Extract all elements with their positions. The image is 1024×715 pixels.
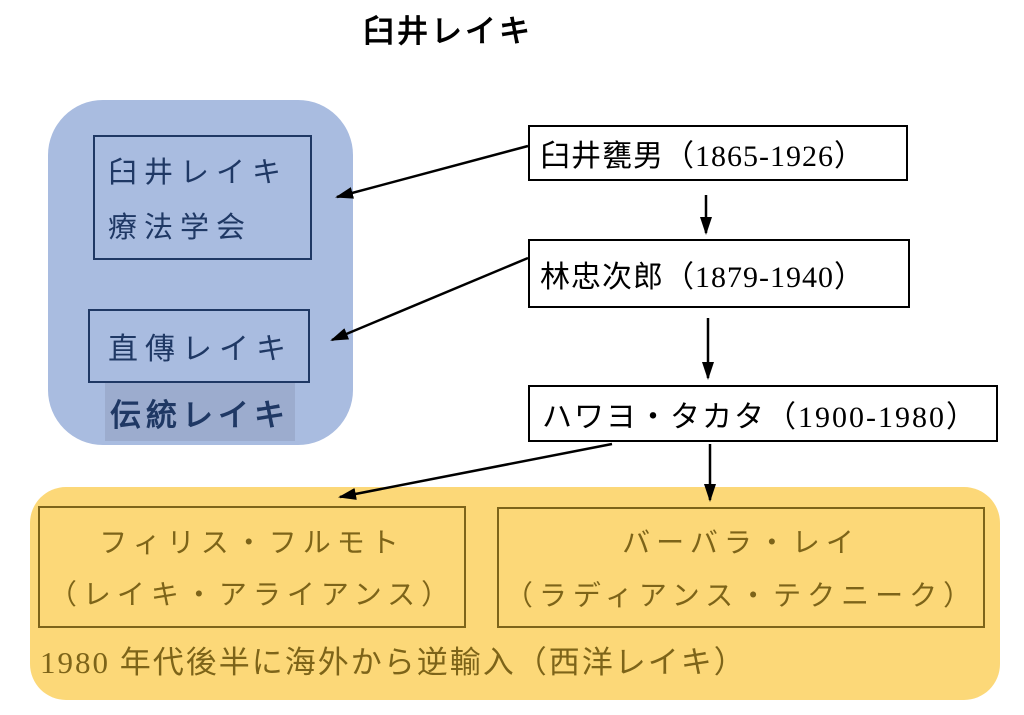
society-label-line2: 療法学会 (108, 211, 253, 244)
western-reiki-group: フィリス・フルモト （レイキ・アライアンス） バーバラ・レイ （ラディアンス・テ… (30, 487, 1000, 700)
arrow-hayashi-to-jikiden (330, 256, 529, 342)
jikiden-label: 直傳レイキ (108, 333, 293, 366)
ray-label-line2: （ラディアンス・テクニーク） (504, 580, 978, 612)
furumoto-label-line1: フィリス・フルモト (99, 527, 405, 559)
node-barbara-ray: バーバラ・レイ （ラディアンス・テクニーク） (497, 507, 985, 628)
traditional-reiki-group: 臼井レイキ 療法学会 直傳レイキ 伝統レイキ (48, 100, 353, 445)
node-jikiden-reiki: 直傳レイキ (88, 309, 310, 383)
node-usui-mikao: 臼井甕男（1865-1926） (528, 125, 908, 181)
dento-label-text: 伝統レイキ (110, 397, 290, 433)
hayashi-label: 林忠次郎（1879-1940） (540, 260, 865, 294)
arrow-usui-to-society (335, 144, 529, 199)
western-reiki-caption: 1980 年代後半に海外から逆輸入（西洋レイキ） (40, 645, 747, 680)
furumoto-label-line2: （レイキ・アライアンス） (48, 580, 456, 612)
node-phyllis-furumoto: フィリス・フルモト （レイキ・アライアンス） (38, 506, 466, 628)
node-hawayo-takata: ハワヨ・タカタ（1900-1980） (528, 385, 998, 442)
diagram-title: 臼井レイキ (363, 14, 533, 49)
ray-label-line1: バーバラ・レイ (622, 528, 860, 560)
takata-label: ハワヨ・タカタ（1900-1980） (542, 400, 978, 434)
node-usui-reiki-ryoho-gakkai: 臼井レイキ 療法学会 (93, 135, 312, 260)
dento-reiki-label: 伝統レイキ (105, 383, 295, 441)
node-hayashi-chujiro: 林忠次郎（1879-1940） (528, 239, 910, 308)
society-label-line1: 臼井レイキ (108, 157, 289, 190)
usui-mikao-label: 臼井甕男（1865-1926） (540, 140, 865, 173)
